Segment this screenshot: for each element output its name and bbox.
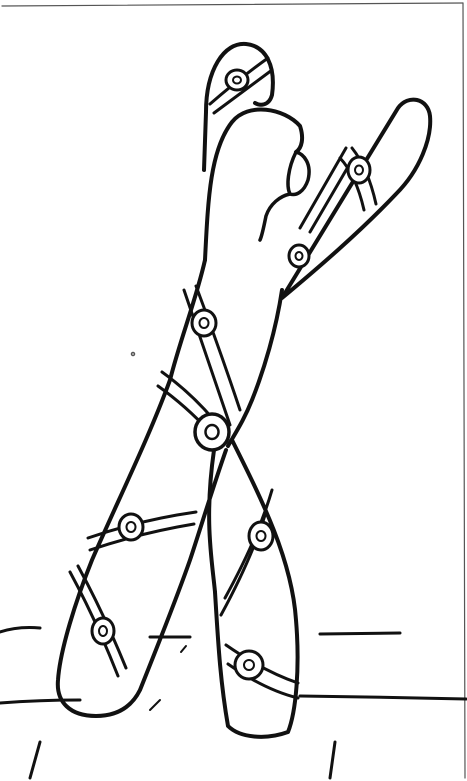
pencil-dot bbox=[132, 353, 135, 356]
locus-ring bbox=[195, 414, 229, 450]
chromatid-right-arm bbox=[282, 100, 430, 298]
paper-edge-top bbox=[2, 3, 463, 6]
locus-ring bbox=[249, 522, 273, 550]
locus-ring bbox=[119, 514, 143, 540]
locus-ring bbox=[192, 310, 216, 336]
locus-ring bbox=[289, 245, 309, 267]
locus-ring bbox=[348, 157, 370, 183]
locus-ring bbox=[235, 651, 263, 679]
paper-edge-right bbox=[463, 3, 465, 778]
locus-ring bbox=[226, 70, 248, 90]
locus-ring bbox=[92, 618, 114, 644]
